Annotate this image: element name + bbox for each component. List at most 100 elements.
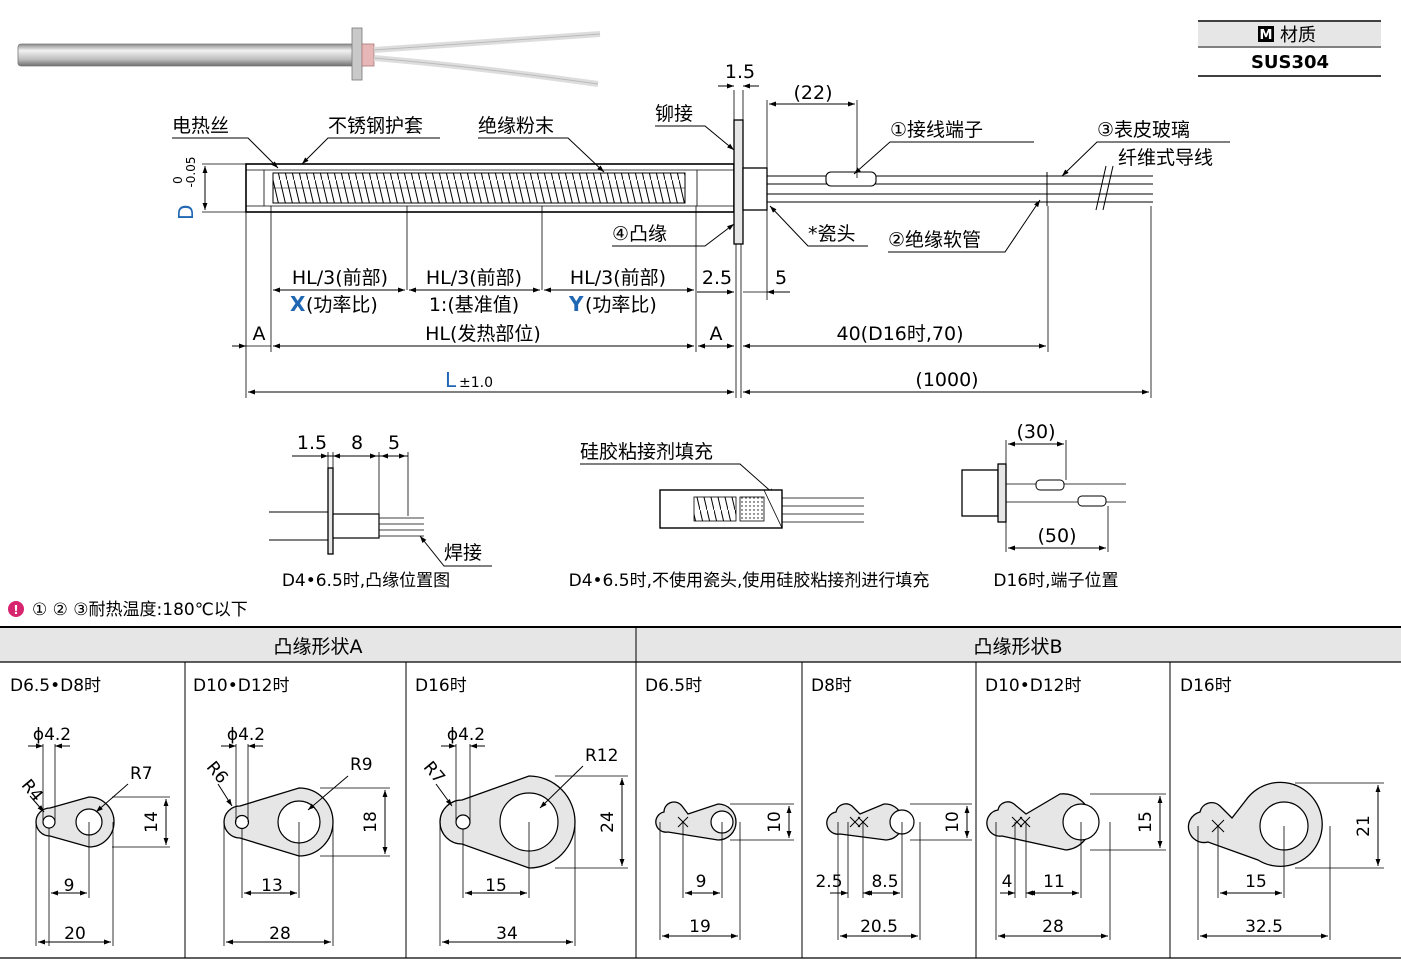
svg-text:21: 21 — [1354, 815, 1374, 837]
heat-resistance-note: ! ① ② ③耐热温度:180℃以下 — [8, 600, 248, 620]
note-text: ① ② ③耐热温度:180℃以下 — [32, 600, 248, 620]
svg-text:4: 4 — [1002, 872, 1013, 892]
dim-1-5: 1.5 — [725, 61, 755, 83]
cell-4-title: D6.5时 — [645, 676, 702, 696]
cell-2-title: D10•D12时 — [193, 676, 289, 696]
silicone-caption: D4•6.5时,不使用瓷头,使用硅胶粘接剂进行填充 — [569, 570, 930, 591]
svg-text:R6: R6 — [202, 758, 232, 788]
material-header: 材质 — [1280, 25, 1316, 46]
shape-b-d16: 21 15 32.5 — [1187, 781, 1384, 940]
terminal-dim-30: (30) — [1016, 421, 1055, 443]
cell-7-title: D16时 — [1180, 676, 1232, 696]
note-warning-icon-mark: ! — [13, 603, 18, 617]
svg-text:11: 11 — [1043, 872, 1065, 892]
svg-text:15: 15 — [1245, 872, 1267, 892]
material-value: SUS304 — [1251, 52, 1329, 73]
callout-ceramic: *瓷头 — [808, 223, 856, 245]
cell-3-title: D16时 — [415, 676, 467, 696]
dim-hl: HL(发热部位) — [425, 323, 541, 345]
d-tol-upper: 0 — [171, 176, 185, 184]
svg-text:R7: R7 — [130, 764, 153, 784]
y-power-ratio: (功率比) — [585, 294, 657, 316]
callout-lead-wire-1: ③表皮玻璃 — [1097, 119, 1190, 141]
detail-flange-position: 1.5 8 5 焊接 D4•6.5时,凸缘位置图 — [269, 432, 492, 591]
svg-text:ϕ4.2: ϕ4.2 — [33, 725, 71, 745]
group-b-header: 凸缘形状B — [973, 636, 1062, 658]
svg-text:8.5: 8.5 — [871, 872, 898, 892]
svg-text:R4: R4 — [17, 776, 47, 806]
shape-b-d10-d12: 15 4 11 28 — [986, 793, 1166, 940]
shape-a-d16: ϕ4.2 R7 R12 24 15 34 — [419, 725, 628, 946]
svg-text:28: 28 — [1042, 917, 1064, 937]
dim-1000: (1000) — [915, 369, 978, 391]
callout-lead-wire-2: 纤维式导线 — [1118, 147, 1213, 169]
svg-text:20: 20 — [64, 924, 86, 944]
dim-2-5: 2.5 — [702, 267, 732, 289]
silicone-label: 硅胶粘接剂填充 — [580, 441, 713, 463]
cell-1-title: D6.5•D8时 — [10, 676, 101, 696]
cell-5-title: D8时 — [811, 676, 852, 696]
flange-shape-table: 凸缘形状A 凸缘形状B D6.5•D8时 D10•D12时 D16时 D6.5时… — [0, 626, 1401, 959]
terminal-dim-50: (50) — [1037, 525, 1076, 547]
svg-text:9: 9 — [64, 876, 75, 896]
dim-a-right: A — [710, 323, 723, 345]
svg-text:10: 10 — [765, 811, 785, 833]
hl3-front-c: HL/3(前部) — [570, 267, 666, 289]
svg-text:24: 24 — [598, 811, 618, 833]
ceramic — [742, 167, 768, 211]
svg-text:18: 18 — [361, 811, 381, 833]
terminal — [825, 171, 877, 187]
terminal-pos-caption: D16时,端子位置 — [993, 571, 1118, 591]
dim-l-tol: ±1.0 — [459, 375, 493, 391]
flange-pos-caption: D4•6.5时,凸缘位置图 — [282, 571, 450, 591]
svg-text:14: 14 — [142, 811, 162, 833]
detail-silicone-fill: 硅胶粘接剂填充 D4•6.5时,不使用瓷头,使用硅胶粘接剂进行填充 — [569, 441, 930, 591]
detail-terminal-position: (30) (50) D16时,端子位置 — [961, 421, 1126, 591]
flange-pos-dim-3: 5 — [388, 432, 400, 454]
svg-text:32.5: 32.5 — [1245, 917, 1283, 937]
shape-b-d8: 10 2.5 8.5 20.5 — [815, 803, 972, 940]
shape-a-d6-5-d8: ϕ4.2 R4 R7 14 9 20 — [17, 725, 170, 946]
material-icon — [1258, 26, 1274, 42]
shape-a-d10-d12: ϕ4.2 R6 R9 18 13 28 — [202, 725, 390, 946]
callout-sheath: 不锈钢护套 — [328, 115, 423, 137]
svg-text:R7: R7 — [419, 758, 449, 788]
dim-22: (22) — [793, 82, 832, 104]
d-tol-lower: -0.05 — [184, 156, 198, 187]
note-warning-icon — [8, 601, 24, 617]
material-box: M 材质 SUS304 — [1198, 20, 1381, 77]
svg-text:15: 15 — [485, 876, 507, 896]
flange-pos-dim-2: 8 — [351, 432, 363, 454]
svg-text:15: 15 — [1136, 811, 1156, 833]
shape-b-d6-5: 10 9 19 — [655, 801, 794, 940]
dim-l-letter: L — [445, 368, 457, 392]
y-letter: Y — [568, 292, 584, 316]
hl3-front-b: HL/3(前部) — [426, 267, 522, 289]
product-photo — [17, 27, 601, 87]
svg-text:34: 34 — [496, 924, 518, 944]
callout-insulation-powder: 绝缘粉末 — [478, 115, 554, 137]
flange — [733, 119, 744, 245]
svg-text:28: 28 — [269, 924, 291, 944]
svg-text:20.5: 20.5 — [860, 917, 898, 937]
base-value: 1:(基准值) — [429, 294, 519, 316]
weld-label: 焊接 — [444, 542, 482, 564]
x-power-ratio: (功率比) — [306, 294, 378, 316]
dim-a-left: A — [253, 323, 266, 345]
svg-text:10: 10 — [943, 811, 963, 833]
svg-text:13: 13 — [261, 876, 283, 896]
callout-sleeve: ②绝缘软管 — [888, 229, 981, 251]
material-icon-letter: M — [1260, 28, 1273, 43]
svg-text:ϕ4.2: ϕ4.2 — [447, 725, 485, 745]
callout-terminal: ①接线端子 — [890, 119, 983, 141]
group-a-header: 凸缘形状A — [274, 636, 363, 658]
x-letter: X — [290, 292, 306, 316]
svg-text:9: 9 — [696, 872, 707, 892]
hl3-front-a: HL/3(前部) — [292, 267, 388, 289]
d-label: D — [174, 205, 198, 220]
svg-text:R9: R9 — [350, 755, 373, 775]
svg-text:19: 19 — [689, 917, 711, 937]
dim-5: 5 — [775, 267, 787, 289]
svg-text:2.5: 2.5 — [815, 872, 842, 892]
